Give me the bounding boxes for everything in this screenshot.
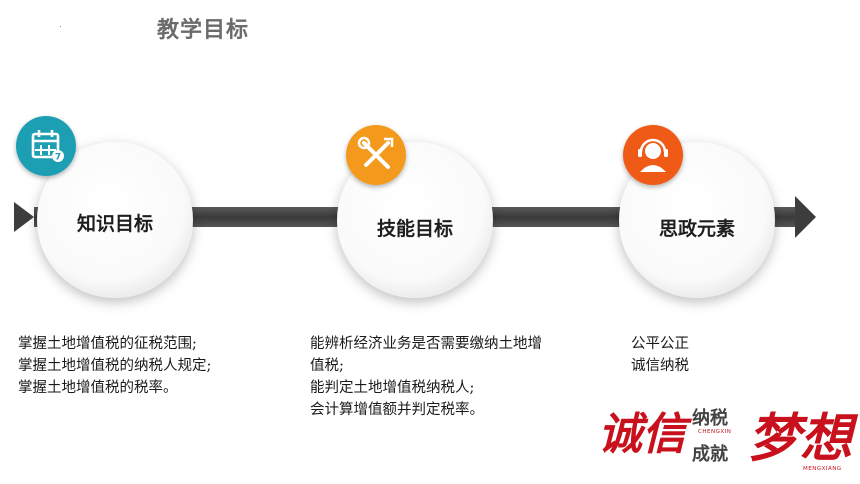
description-line: 能辨析经济业务是否需要缴纳土地增 (310, 336, 542, 352)
description-line: 掌握土地增值税的纳税人规定; (18, 358, 212, 374)
step-label-ideology: 思政元素 (658, 218, 735, 240)
description-line: 公平公正 (631, 336, 689, 352)
step-label-skill: 技能目标 (376, 218, 453, 240)
logo-text: 成就 (692, 444, 728, 465)
logo-text: 梦想 (748, 408, 853, 469)
ideology-description: 公平公正 诚信纳税 (631, 333, 689, 377)
logo-text: 纳税 (692, 408, 728, 429)
description-line: 值税; (310, 358, 344, 374)
logo-text: 诚信 (598, 409, 686, 460)
logo-text: CHENGXIN (698, 429, 732, 435)
knowledge-description: 掌握土地增值税的征税范围; 掌握土地增值税的纳税人规定; 掌握土地增值税的税率。 (18, 333, 211, 399)
description-line: 能判定土地增值税纳税人; (310, 380, 475, 396)
step-label-knowledge: 知识目标 (76, 213, 153, 235)
slide-title: 教学目标 (157, 18, 250, 43)
step-circle-knowledge (37, 142, 193, 298)
calendar-icon: 7 (16, 116, 76, 176)
integrity-dream-logo: 诚信 纳税 CHENGXIN 成就 梦想 MENGXIANG (598, 396, 860, 480)
headset-icon (623, 125, 683, 185)
description-line: 会计算增值额并判定税率。 (310, 402, 484, 418)
description-line: 诚信纳税 (631, 358, 689, 374)
tools-icon (346, 125, 406, 185)
logo-text: MENGXIANG (803, 466, 842, 472)
description-line: 掌握土地增值税的征税范围; (18, 336, 197, 352)
skill-description: 能辨析经济业务是否需要缴纳土地增 值税; 能判定土地增值税纳税人; 会计算增值额… (310, 333, 542, 421)
description-line: 掌握土地增值税的税率。 (18, 380, 178, 396)
svg-text:7: 7 (55, 153, 61, 163)
decorative-dot (60, 26, 61, 27)
